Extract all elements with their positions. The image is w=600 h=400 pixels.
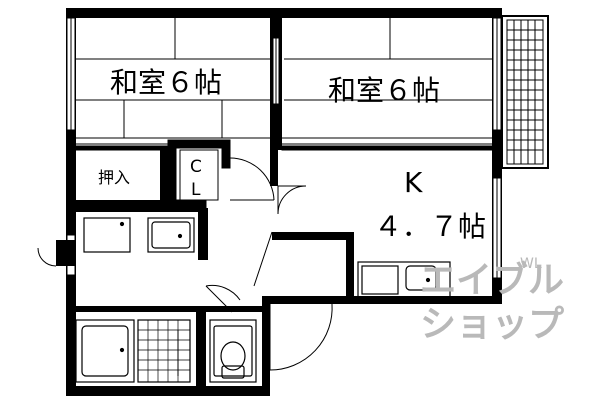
left-wall-notch — [56, 240, 76, 266]
interior-walls — [56, 150, 354, 396]
corridor-wall-right — [346, 232, 354, 300]
toilet-bowl — [220, 341, 246, 371]
watermark-line2: ショップ — [420, 304, 564, 345]
kitchen-fixtures — [83, 217, 451, 299]
bath-divider — [196, 306, 206, 396]
bath-top-wall — [66, 306, 206, 312]
room-label-closet-l: L — [191, 180, 201, 200]
watermark-small: WL — [520, 256, 542, 272]
room-label-washitsu-right: 和室６帖 — [328, 74, 440, 107]
oshiire-closet — [76, 146, 168, 208]
top-wall — [68, 8, 498, 18]
room-label-closet-c: C — [190, 157, 202, 177]
bottom-wall — [66, 386, 266, 396]
stair-wall — [262, 296, 270, 396]
watermark: エイブル ショップ WL — [420, 256, 564, 345]
room-label-oshiire: 押入 — [98, 168, 130, 187]
sink-partition — [198, 208, 208, 260]
fridge — [83, 217, 131, 253]
balcony — [501, 15, 549, 169]
partition-washitsu — [270, 14, 282, 150]
tatami-lines — [76, 18, 492, 139]
room-label-kitchen: K — [404, 166, 423, 199]
kitchen-wall-top — [76, 208, 206, 212]
bathtub — [75, 319, 135, 383]
watermark-line1: エイブル — [420, 259, 564, 301]
room-label-washitsu-left: 和室６帖 — [110, 66, 222, 99]
left-wall — [66, 8, 76, 396]
shower-area — [137, 319, 191, 383]
stove-counter — [357, 261, 451, 299]
corridor-wall-left — [270, 150, 278, 186]
doors — [37, 185, 333, 371]
lower-right-wall — [262, 296, 502, 304]
fusuma-row — [75, 137, 493, 151]
room-label-kitchen-size: ４．７帖 — [374, 210, 486, 243]
kitchen-sink — [147, 217, 195, 253]
bath-fixtures — [75, 319, 257, 383]
toilet-top-wall — [206, 306, 262, 312]
toilet-room — [209, 319, 257, 383]
cl-closet — [167, 139, 275, 209]
corridor-wall — [272, 232, 354, 240]
